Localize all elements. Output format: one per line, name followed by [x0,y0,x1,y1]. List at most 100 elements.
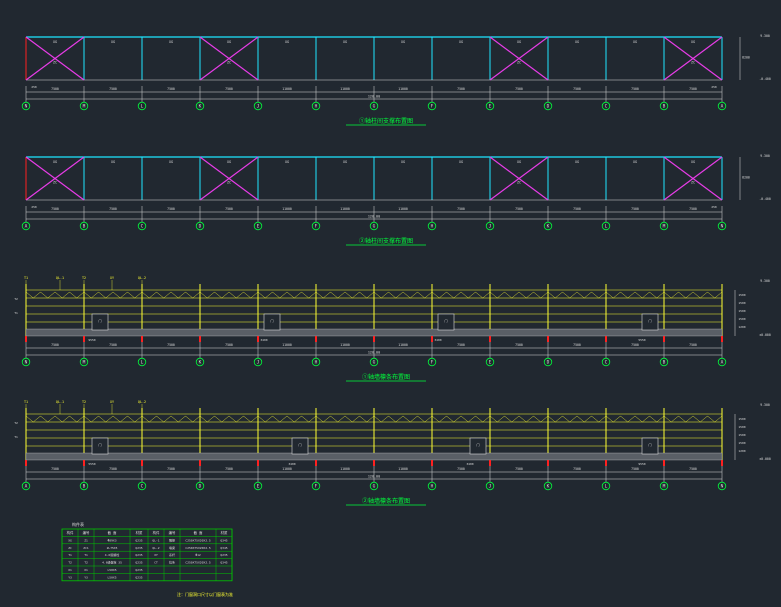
axis-label: D [199,484,202,490]
sag-rod [562,291,570,299]
sag-rod [62,291,70,299]
sag-rod [656,291,665,299]
sag-rod [301,415,309,423]
bay-dimension: 7500 [167,87,175,91]
axis-bubble [79,481,89,491]
column-base-marker [431,336,433,342]
door-opening [437,313,455,331]
table-cell: Q345 [220,538,227,542]
axis-label: F [315,484,318,490]
door-opening [91,313,109,331]
sag-rod [489,415,498,423]
column-base-marker [373,336,375,342]
axis-bubble [427,221,437,231]
sag-rod [511,415,520,423]
sag-rod [33,291,41,299]
table-cell: C250X75X20X2.5 [185,538,210,542]
sag-rod [366,415,375,423]
column-base-marker [431,460,433,466]
axis-label: M [83,360,86,366]
sag-rod [185,415,193,423]
axis-bubble [543,101,553,111]
side-tag: T1 [14,311,18,315]
bay-dimension: 11000 [340,343,350,347]
sag-rod [598,415,607,423]
sag-rod [265,291,273,299]
table-cell: Y3 [68,575,72,579]
sag-rod [642,291,650,299]
cross-brace [25,36,85,81]
table-cell: T2 [68,561,72,565]
sag-rod [395,415,404,423]
column-base-marker [721,460,723,466]
axis-label: H [431,224,434,230]
cross-brace [25,156,85,201]
sag-rod [700,415,708,423]
axis-label: M [663,224,666,230]
xg-tag: XG [285,160,289,164]
sag-rod [250,415,259,423]
sag-rod [62,415,70,423]
axis-bubble [311,357,321,367]
sag-rod [460,291,469,299]
sag-rod [352,415,360,423]
axis-bubble [543,481,553,491]
sag-rod [504,291,512,299]
axis-bubble [601,357,611,367]
axis-bubble [311,481,321,491]
bay-dimension: 7500 [573,467,581,471]
table-cell: L50X5 [107,575,116,579]
sag-rod [286,291,295,299]
sag-rod [337,291,346,299]
door-tag: 门 [648,442,651,447]
sag-rod [402,415,411,423]
bay-dimension: 7500 [167,207,175,211]
bay-dimension: 7500 [225,87,233,91]
girt-spacing-dimension: 1500 [738,317,745,321]
door-tag: 门 [476,442,479,447]
bay-dimension: 11000 [398,207,408,211]
axis-bubble [485,481,495,491]
axis-label: B [663,104,666,110]
axis-label: G [373,224,376,230]
axis-bubble [195,101,205,111]
drawing-title: ①轴柱间支撑布置图 [359,117,413,125]
table-cell: Q235 [135,575,142,579]
table-cell: ZC [68,546,72,550]
sag-rod [547,291,556,299]
sag-rod [497,415,505,423]
table-cell: 隅撑 [169,537,175,542]
elevation-bottom: -0.400 [759,197,771,201]
xg-tag: XG [575,160,579,164]
drawing-title: ②轴柱间支撑布置图 [359,237,413,245]
sag-rod [236,415,244,423]
xg-tag: XG [285,40,289,44]
axis-bubble [137,101,147,111]
table-cell: 拉条 [169,560,175,565]
member-tag: QL-1 [56,276,64,280]
member-tag: QL-2 [138,276,146,280]
sag-rod [149,415,157,423]
table-cell: Q235 [135,546,142,550]
sag-rod [678,291,686,299]
sag-rod [700,291,708,299]
sag-rod [446,291,454,299]
sag-rod [279,291,288,299]
sag-rod [98,291,106,299]
sag-rod [591,291,599,299]
bay-dimension: 7500 [167,467,175,471]
sag-rod [533,291,541,299]
sag-rod [707,415,715,423]
sag-rod [199,291,208,299]
sag-rod [207,415,215,423]
axis-label: J [257,360,260,366]
xg-tag: XG [53,160,57,164]
sag-rod [395,291,404,299]
table-cell: ZC1 [83,546,89,550]
axis-label: N [721,484,724,490]
bay-dimension: 7500 [109,343,117,347]
axis-label: A [721,104,724,110]
sag-rod [547,415,556,423]
axis-bubble [601,221,611,231]
girt-spacing-dimension: 1500 [738,293,745,297]
